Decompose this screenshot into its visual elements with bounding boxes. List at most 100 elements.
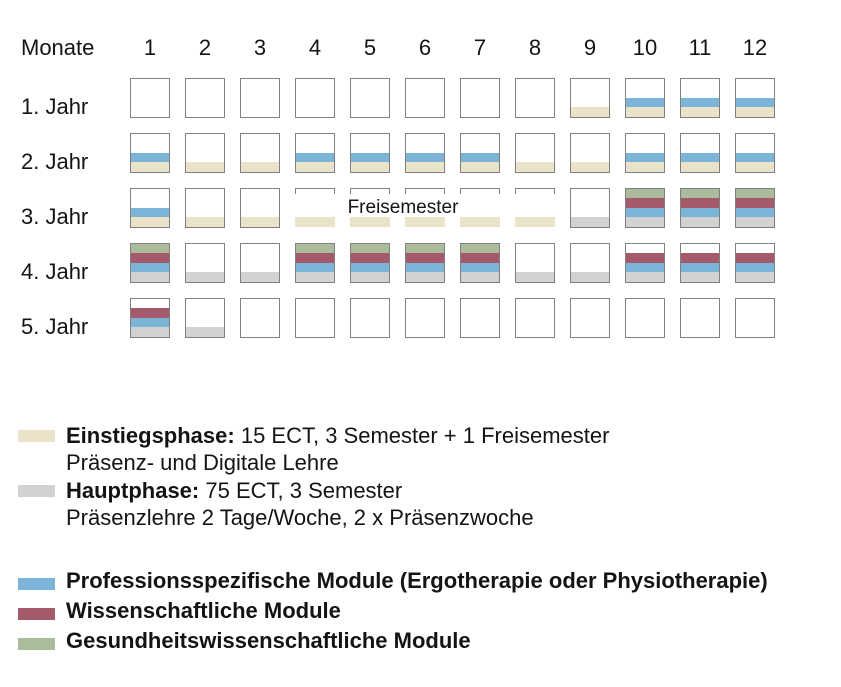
- band-empty: [681, 318, 719, 327]
- cell-year2-month6: [405, 133, 445, 173]
- cell-year5-month2: [185, 298, 225, 338]
- band-green: [681, 189, 719, 198]
- band-red: [736, 198, 774, 208]
- band-empty: [626, 143, 664, 153]
- band-gray: [131, 272, 169, 282]
- legend-phase-subline-2: Präsenzlehre 2 Tage/Woche, 2 x Präsenzwo…: [66, 505, 534, 530]
- cell-year2-month3: [240, 133, 280, 173]
- cell-year3-month11: [680, 188, 720, 228]
- band-empty: [571, 134, 609, 143]
- cell-year1-month9: [570, 78, 610, 118]
- cell-year4-month11: [680, 243, 720, 283]
- band-empty: [571, 299, 609, 308]
- band-empty: [626, 299, 664, 308]
- cell-year3-month7: [460, 188, 500, 228]
- band-empty: [461, 308, 499, 318]
- red-swatch: [18, 608, 55, 620]
- band-empty: [351, 98, 389, 107]
- cell-year5-month9: [570, 298, 610, 338]
- legend-module-label-1: Professionsspezifische Module (Ergothera…: [66, 568, 768, 593]
- band-gray: [516, 272, 554, 282]
- band-blue: [681, 153, 719, 162]
- band-blue: [461, 153, 499, 162]
- band-red: [736, 253, 774, 263]
- band-beige: [460, 217, 500, 227]
- band-blue: [296, 153, 334, 162]
- month-number-7: 7: [473, 35, 487, 60]
- band-beige: [295, 217, 335, 227]
- cell-year3-month4: [295, 188, 335, 228]
- row-label-year-4: 4. Jahr: [21, 259, 89, 284]
- band-empty: [736, 143, 774, 153]
- band-green: [296, 244, 334, 253]
- band-empty: [186, 318, 224, 327]
- band-empty: [626, 318, 664, 327]
- cell-year5-month12: [735, 298, 775, 338]
- band-beige: [131, 162, 169, 172]
- band-empty: [571, 88, 609, 98]
- band-empty: [461, 98, 499, 107]
- band-empty: [186, 98, 224, 107]
- cell-year3-month2: [185, 188, 225, 228]
- band-beige: [681, 107, 719, 117]
- band-beige: [571, 107, 609, 117]
- legend-module-label-2: Wissenschaftliche Module: [66, 598, 341, 623]
- band-blue: [131, 263, 169, 272]
- band-empty: [186, 79, 224, 88]
- band-blue: [681, 98, 719, 107]
- band-gray: [571, 217, 609, 227]
- band-empty: [461, 134, 499, 143]
- band-empty: [571, 79, 609, 88]
- cell-year4-month12: [735, 243, 775, 283]
- band-beige: [461, 162, 499, 172]
- band-empty: [681, 143, 719, 153]
- band-empty: [131, 189, 169, 198]
- band-blue: [626, 263, 664, 272]
- band-empty: [296, 79, 334, 88]
- band-empty: [296, 308, 334, 318]
- band-empty: [736, 244, 774, 253]
- month-number-5: 5: [363, 35, 377, 60]
- band-empty: [516, 107, 554, 117]
- band-empty: [295, 208, 335, 217]
- band-green: [736, 189, 774, 198]
- band-empty: [626, 88, 664, 98]
- band-empty: [241, 299, 279, 308]
- band-red: [131, 308, 169, 318]
- band-empty: [736, 88, 774, 98]
- band-red: [351, 253, 389, 263]
- band-empty: [241, 88, 279, 98]
- band-empty: [515, 198, 555, 208]
- cell-year1-month7: [460, 78, 500, 118]
- band-empty: [241, 253, 279, 263]
- legend-phase-title-2: Hauptphase: 75 ECT, 3 Semester: [66, 479, 402, 503]
- band-blue: [131, 208, 169, 217]
- cell-year4-month8: [515, 243, 555, 283]
- band-gray: [351, 272, 389, 282]
- band-empty: [295, 198, 335, 208]
- cell-year4-month3: [240, 243, 280, 283]
- month-number-2: 2: [198, 35, 212, 60]
- cell-year1-month5: [350, 78, 390, 118]
- month-number-3: 3: [253, 35, 267, 60]
- band-gray: [626, 217, 664, 227]
- cell-year2-month10: [625, 133, 665, 173]
- row-label-year-1: 1. Jahr: [21, 94, 89, 119]
- band-empty: [241, 208, 279, 217]
- band-empty: [131, 107, 169, 117]
- band-empty: [131, 134, 169, 143]
- cell-year3-month12: [735, 188, 775, 228]
- band-blue: [736, 208, 774, 217]
- cell-year2-month5: [350, 133, 390, 173]
- band-empty: [351, 79, 389, 88]
- band-empty: [186, 208, 224, 217]
- cell-year2-month2: [185, 133, 225, 173]
- cell-year2-month12: [735, 133, 775, 173]
- band-empty: [571, 208, 609, 217]
- band-gray: [131, 327, 169, 337]
- band-beige: [131, 217, 169, 227]
- cell-year1-month3: [240, 78, 280, 118]
- band-empty: [571, 244, 609, 253]
- band-empty: [241, 198, 279, 208]
